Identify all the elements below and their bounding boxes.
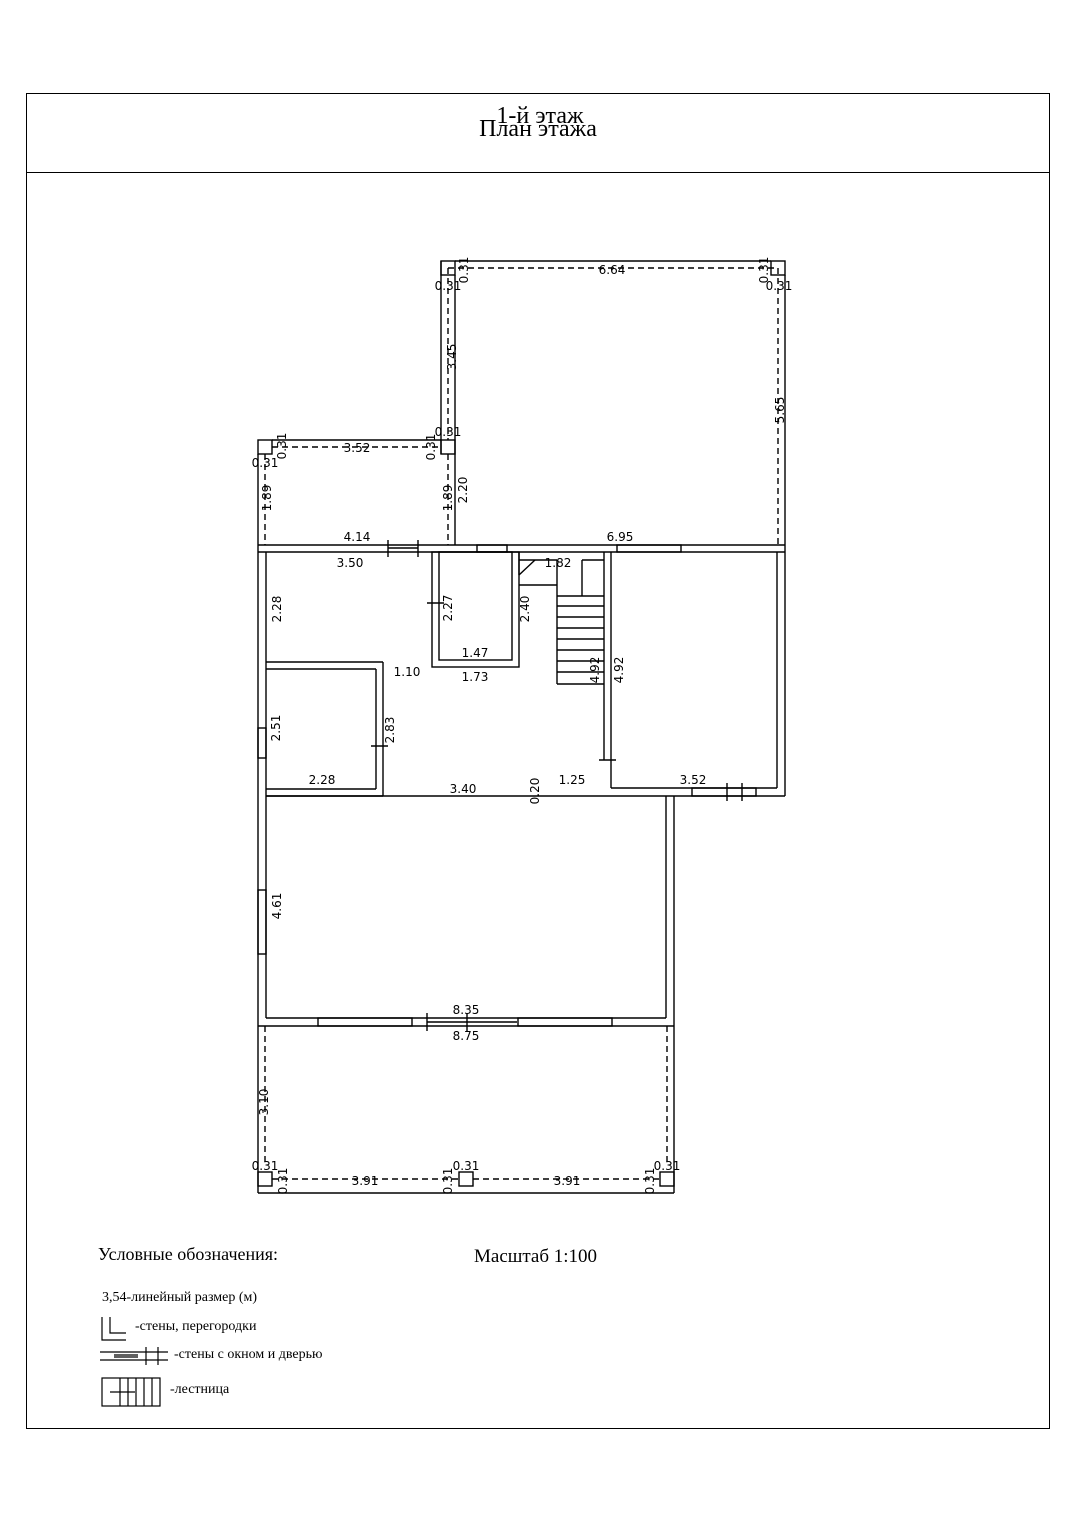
dim-left-terrace-height-right: 1.89 xyxy=(441,485,455,512)
dim-left-terrace-corner-l: 0.31 xyxy=(252,456,279,470)
dim-left-terrace-corner-r: 0.31 xyxy=(435,425,462,439)
dim-bottom-corner-r: 0.31 xyxy=(654,1159,681,1173)
drawing-sheet: План этажа xyxy=(26,93,1050,1429)
legend-item-window-door: -стены с окном и дверью xyxy=(174,1347,323,1362)
dim-hall-small: 1.10 xyxy=(394,665,421,679)
legend-item-walls: -стены, перегородки xyxy=(135,1319,257,1334)
dim-room2-height-right: 2.83 xyxy=(383,717,397,744)
dim-corridor-width: 1.25 xyxy=(559,773,586,787)
dim-room1-height: 2.28 xyxy=(270,596,284,623)
dim-top-terrace-corner-tr: 0.31 xyxy=(766,279,793,293)
dim-bath-width: 1.47 xyxy=(462,646,489,660)
top-terrace xyxy=(447,267,779,545)
dim-top-terrace-corner-tl-v: 0.31 xyxy=(457,257,471,284)
stair-block xyxy=(518,552,612,788)
wall-symbol-icon xyxy=(101,1317,126,1341)
window-door-symbol-icon xyxy=(100,1347,168,1365)
dim-right-room-height: 4.92 xyxy=(612,657,626,684)
dim-left-terrace-width: 3.52 xyxy=(344,441,371,455)
bathroom xyxy=(431,551,520,668)
stair-symbol-icon xyxy=(101,1377,161,1407)
legend-item-dimension: 3,54-линейный размер (м) xyxy=(102,1290,258,1305)
dim-left-terrace-height-right2: 2.20 xyxy=(456,477,470,504)
bottom-terrace xyxy=(257,1026,675,1194)
dim-bath-height: 2.27 xyxy=(441,595,455,622)
dim-stair-hall-height: 2.40 xyxy=(518,596,532,623)
dim-bottom-terrace-height: 3.10 xyxy=(257,1089,271,1116)
dim-bottom-terrace-left: 3.91 xyxy=(352,1174,379,1188)
dim-room1-width: 3.50 xyxy=(337,556,364,570)
dim-left-terrace-height-left: 1.89 xyxy=(260,485,274,512)
dim-hall-width: 1.73 xyxy=(462,670,489,684)
dimension-labels: 6.64 0.31 0.31 0.31 0.31 3.45 5.65 0.31 … xyxy=(252,257,793,1195)
page-title: План этажа xyxy=(479,116,597,142)
doors xyxy=(371,540,743,1031)
scale-label: Масштаб 1:100 xyxy=(474,1246,598,1267)
dim-right-room-width: 3.52 xyxy=(680,773,707,787)
dim-bottom-corner-m: 0.31 xyxy=(453,1159,480,1173)
dim-living-width: 3.40 xyxy=(450,782,477,796)
legend-heading: Условные обозначения: xyxy=(98,1244,279,1264)
title-row: План этажа xyxy=(27,94,1049,173)
legend-item-stairs: -лестница xyxy=(170,1382,230,1397)
dim-bottom-corner-m-v: 0.31 xyxy=(441,1168,455,1195)
dim-bottom-corner-l-v: 0.31 xyxy=(276,1168,290,1195)
windows xyxy=(257,544,757,1027)
dim-bottom-corner-r-v: 0.31 xyxy=(643,1168,657,1195)
dim-left-terrace-corner-l-v: 0.31 xyxy=(275,433,289,460)
dim-big-room-width-inner: 8.35 xyxy=(453,1003,480,1017)
dim-bottom-corner-l: 0.31 xyxy=(252,1159,279,1173)
dim-big-room-width-outer: 8.75 xyxy=(453,1029,480,1043)
dim-room2-width: 2.28 xyxy=(309,773,336,787)
floor-title: 1-й этаж xyxy=(496,103,584,129)
dim-left-terrace-corner-r-v: 0.31 xyxy=(424,434,438,461)
top-terrace-posts xyxy=(440,260,786,545)
left-terrace xyxy=(257,439,449,545)
dim-house-top-left: 4.14 xyxy=(344,530,371,544)
dim-top-terrace-corner-tr-v: 0.31 xyxy=(757,257,771,284)
dim-top-terrace-width: 6.64 xyxy=(599,263,626,277)
dim-room2-height-left: 2.51 xyxy=(269,715,283,742)
dim-top-terrace-left-height: 3.45 xyxy=(445,344,459,371)
dim-big-room-height: 4.61 xyxy=(270,893,284,920)
room-top-left xyxy=(266,661,384,797)
dim-top-terrace-corner-tl: 0.31 xyxy=(435,279,462,293)
dim-stair-height: 4.92 xyxy=(588,657,602,684)
dim-wall-offset: 0.20 xyxy=(528,778,542,805)
dim-stair-width: 1.82 xyxy=(545,556,572,570)
dim-top-terrace-right-height: 5.65 xyxy=(773,397,787,424)
dim-house-top-right: 6.95 xyxy=(607,530,634,544)
dim-bottom-terrace-right: 3.91 xyxy=(554,1174,581,1188)
